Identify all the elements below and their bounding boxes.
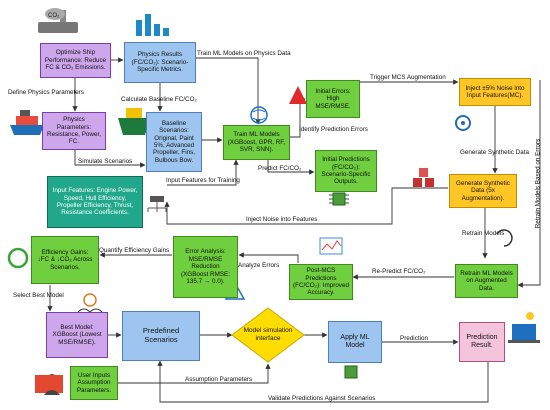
- arrow-predict: [267, 160, 315, 175]
- apply-ml-text: Apply ML Model: [340, 333, 370, 349]
- best-model-text: Best Model: XGBoost (Lowest MSE/RMSE).: [52, 323, 102, 346]
- baseline-scenarios-box: Baseline Scenarios: Original, Paint 5%, …: [146, 112, 202, 172]
- physics-results-box: Physics Results (FC/CO₂): Scenario-Speci…: [124, 42, 196, 83]
- chip-icon: [344, 365, 358, 379]
- brain-icon: [250, 106, 268, 124]
- label-simulate: Simulate Scenarios: [78, 158, 133, 165]
- arrow-validate: [157, 360, 489, 403]
- physics-results-text: Physics Results (FC/CO₂): Scenario-Speci…: [131, 51, 189, 74]
- apply-ml-box: Apply ML Model: [328, 321, 382, 363]
- label-repredict: Re-Predict FC/CO₂: [372, 268, 426, 275]
- predefined-scenarios-text: Predefined Scenarios: [142, 326, 180, 344]
- warning-triangle-icon: [289, 86, 307, 104]
- error-analysis-text: Error Analysis: MSE/RMSE Reduction (XGBo…: [181, 248, 230, 286]
- user-inputs-text: User Inputs Assumption Parameters.: [76, 371, 112, 394]
- initial-errors-box: Initial Errors: High MSE/RMSE.: [306, 80, 360, 118]
- label-trigger-mcs: Trigger MCS Augmentation: [370, 74, 446, 81]
- label-generate-data: Generate Synthetic Data: [460, 149, 529, 156]
- label-assumption: Assumption Parameters: [185, 376, 253, 383]
- input-features-box: Input Features: Engine Power, Speed, Hul…: [47, 176, 143, 228]
- label-retrain: Retrain Models: [462, 230, 505, 237]
- inject-noise-text: Inject ±5% Noise into Input Features(MC)…: [465, 84, 525, 99]
- label-define-physics: Define Physics Parameters: [8, 89, 84, 96]
- label-calc-baseline: Calculate Baseline FC/CO₂: [121, 96, 197, 103]
- train-ml-box: Train ML Models (XGBoost, GPR, RF, SVR, …: [223, 125, 290, 160]
- circuit-icon: [329, 192, 349, 206]
- efficiency-gains-box: Efficiency Gains: ↓FC & ↓CO₂ Across Scen…: [31, 236, 99, 284]
- input-features-text: Input Features: Engine Power, Speed, Hul…: [52, 187, 138, 217]
- arrow-input-training: [167, 159, 239, 186]
- initial-predictions-text: Initial Predictions (FC/CO₂): Scenario-S…: [321, 156, 371, 186]
- arrow-inject-features: [164, 187, 448, 225]
- post-mcs-box: Post-MCS Predictions (FC/CO₂): Improved …: [289, 264, 353, 300]
- prediction-result-box: Prediction Result.: [459, 322, 505, 362]
- laptop-icon: [508, 324, 540, 343]
- hands-gear-icon: [77, 293, 103, 313]
- train-ml-text: Train ML Models (XGBoost, GPR, RF, SVR, …: [227, 131, 286, 154]
- label-predict: Predict FC/CO₂: [258, 165, 302, 172]
- recycle-arrows-icon: [496, 229, 513, 247]
- cargo-ship-icon: [118, 108, 150, 135]
- physics-parameters-box: Physics Parameters: Resistance, Power, F…: [42, 112, 106, 150]
- label-input-training: Input Features for Training: [166, 177, 240, 184]
- efficiency-gains-text: Efficiency Gains: ↓FC & ↓CO₂ Across Scen…: [37, 248, 93, 271]
- cruise-ship-icon: [10, 110, 44, 135]
- baseline-scenarios-text: Baseline Scenarios: Original, Paint 5%, …: [153, 119, 195, 164]
- ship-co2-icon: CO₂: [38, 8, 78, 33]
- inject-noise-box: Inject ±5% Noise into Input Features(MC)…: [459, 78, 531, 106]
- gear-network-icon: [455, 115, 471, 131]
- optimize-ship-box: Optimize Ship Performance: Reduce FC & C…: [40, 43, 111, 78]
- simulation-interface-label: Model simulation interface: [240, 323, 296, 347]
- label-inject-features: Inject Noise into Features: [246, 216, 318, 223]
- user-computer-icon: [35, 374, 63, 395]
- arrow-retrain-errors: [517, 80, 541, 288]
- error-analysis-box: Error Analysis: MSE/RMSE Reduction (XGBo…: [173, 236, 238, 298]
- simulation-interface-text: Model simulation interface: [243, 327, 293, 342]
- line-chart-icon: [319, 237, 343, 255]
- best-model-box: Best Model: XGBoost (Lowest MSE/RMSE).: [46, 312, 108, 358]
- physics-parameters-text: Physics Parameters: Resistance, Power, F…: [47, 116, 101, 146]
- refresh-arrows-icon: [7, 247, 29, 269]
- bar-chart-icon: [136, 14, 169, 36]
- initial-predictions-box: Initial Predictions (FC/CO₂): Scenario-S…: [315, 150, 377, 192]
- label-identify-errors: Identify Prediction Errors: [299, 126, 368, 133]
- label-quantify: Quantify Efficiency Gains: [99, 247, 170, 254]
- retrain-ml-box: Retrain ML Models on Augmented Data.: [455, 264, 518, 298]
- initial-errors-text: Initial Errors: High MSE/RMSE.: [315, 87, 351, 110]
- label-prediction: Prediction: [400, 335, 429, 342]
- arrow-assumption: [118, 363, 271, 384]
- lightbulb-icon: [526, 312, 534, 320]
- label-validate: Validate Predictions Against Scenarios: [268, 395, 376, 402]
- arrow-simulate: [74, 150, 146, 168]
- label-analyze: Analyze Errors: [238, 262, 280, 269]
- post-mcs-text: Post-MCS Predictions (FC/CO₂): Improved …: [293, 267, 349, 297]
- label-train-physics: Train ML Models on Physics Data: [197, 50, 291, 57]
- label-select-best: Select Best Model: [13, 292, 64, 299]
- prediction-result-text: Prediction Result.: [466, 333, 498, 349]
- cubes-icon: [413, 168, 434, 187]
- network-tree-icon: [147, 196, 167, 212]
- retrain-ml-text: Retrain ML Models on Augmented Data.: [460, 269, 513, 292]
- arrow-analyze: [238, 252, 299, 263]
- co2-icon-text: CO₂: [48, 13, 60, 19]
- generate-synthetic-text: Generate Synthetic Data (5x Augmentation…: [456, 179, 510, 202]
- label-retrain-errors: Retrain Models Based on Errors: [534, 138, 542, 229]
- optimize-ship-text: Optimize Ship Performance: Reduce FC & C…: [44, 49, 107, 72]
- predefined-scenarios-box: Predefined Scenarios: [122, 311, 200, 361]
- simulation-diamond-shape: [231, 307, 305, 363]
- user-inputs-box: User Inputs Assumption Parameters.: [70, 366, 118, 400]
- arrow-train-physics: [196, 57, 261, 125]
- generate-synthetic-box: Generate Synthetic Data (5x Augmentation…: [449, 174, 517, 208]
